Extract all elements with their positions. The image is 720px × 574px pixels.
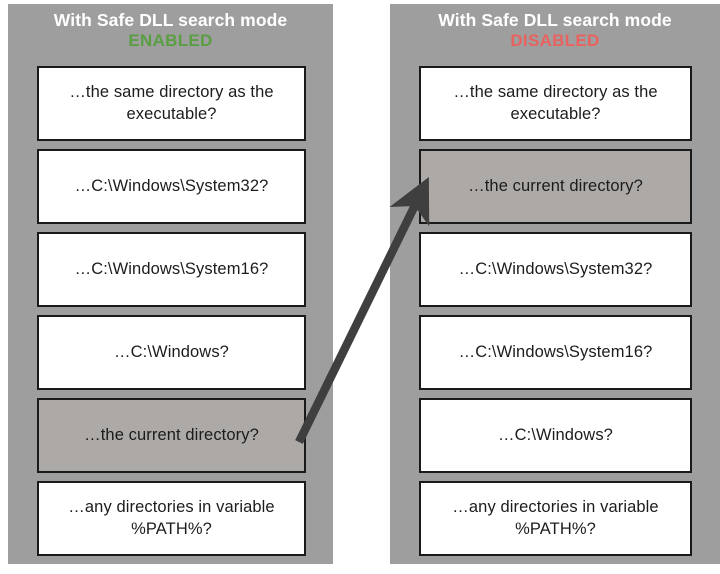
panel-enabled-header: With Safe DLL search mode ENABLED [8,10,333,51]
search-step-label: …C:\Windows\System32? [458,259,653,278]
search-step-box[interactable]: …the same directory as the executable? [37,66,306,141]
search-step-label: …the current directory? [84,425,259,444]
search-step-box[interactable]: …C:\Windows\System16? [37,232,306,307]
panel-safe-search-enabled: With Safe DLL search mode ENABLED …the s… [8,4,333,564]
search-step-box[interactable]: …C:\Windows? [37,315,306,390]
search-step-box[interactable]: …C:\Windows? [419,398,692,473]
panel-disabled-state-badge: DISABLED [510,31,600,51]
search-step-box[interactable]: …any directories in variable %PATH%? [419,481,692,556]
search-step-label: …C:\Windows? [114,342,229,361]
search-step-box-current-directory[interactable]: …the current directory? [419,149,692,224]
search-step-label: …any directories in variable %PATH%? [68,498,275,538]
search-step-label: …C:\Windows\System16? [458,342,653,361]
search-step-label: …C:\Windows\System16? [74,259,269,278]
panel-disabled-box-list: …the same directory as the executable? …… [419,66,692,556]
search-step-label: …the same directory as the executable? [69,83,274,123]
search-step-box[interactable]: …C:\Windows\System16? [419,315,692,390]
search-step-box[interactable]: …the same directory as the executable? [419,66,692,141]
search-step-box[interactable]: …C:\Windows\System32? [37,149,306,224]
panel-enabled-title: With Safe DLL search mode [53,10,288,30]
search-step-box[interactable]: …C:\Windows\System32? [419,232,692,307]
search-step-label: …the same directory as the executable? [453,83,658,123]
search-step-box[interactable]: …any directories in variable %PATH%? [37,481,306,556]
search-step-label: …C:\Windows? [498,425,613,444]
search-step-box-current-directory[interactable]: …the current directory? [37,398,306,473]
panel-disabled-header: With Safe DLL search mode DISABLED [390,10,720,51]
panel-safe-search-disabled: With Safe DLL search mode DISABLED …the … [390,4,720,564]
panel-enabled-state-badge: ENABLED [128,31,213,51]
panel-disabled-title: With Safe DLL search mode [438,10,672,30]
search-step-label: …any directories in variable %PATH%? [452,498,659,538]
search-step-label: …the current directory? [468,176,643,195]
search-step-label: …C:\Windows\System32? [74,176,269,195]
panel-enabled-box-list: …the same directory as the executable? …… [37,66,306,556]
